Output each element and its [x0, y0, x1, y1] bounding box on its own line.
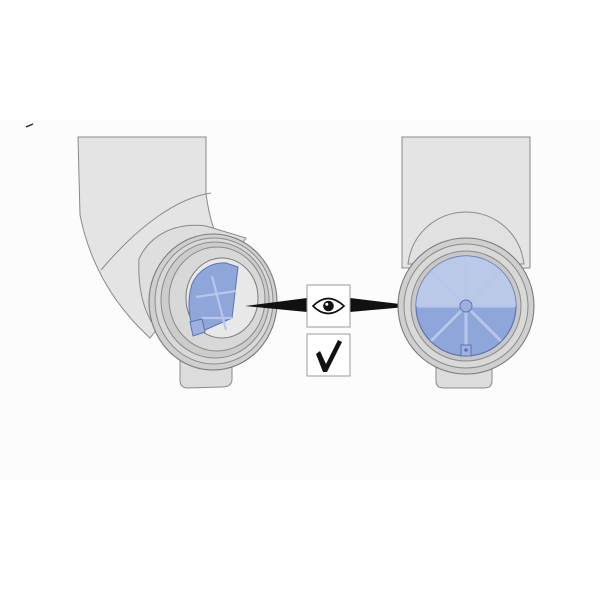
elbow-seam	[100, 192, 212, 271]
straight-valve-hub	[459, 299, 473, 313]
checkmark-icon	[316, 340, 342, 372]
elbow-valve-spokes	[195, 275, 237, 331]
clip-dot	[464, 348, 468, 352]
pointer-right	[350, 298, 417, 312]
straight-connector	[397, 136, 535, 389]
straight-valve-spokes	[416, 256, 516, 356]
corner-mark	[25, 123, 34, 128]
inspection-indicator	[245, 284, 417, 377]
pointer-left	[245, 298, 307, 312]
elbow-valve	[188, 262, 239, 335]
check-box	[306, 333, 351, 377]
elbow-connector	[77, 136, 278, 389]
eye-icon	[311, 297, 346, 315]
elbow-valve-clip	[189, 318, 206, 337]
